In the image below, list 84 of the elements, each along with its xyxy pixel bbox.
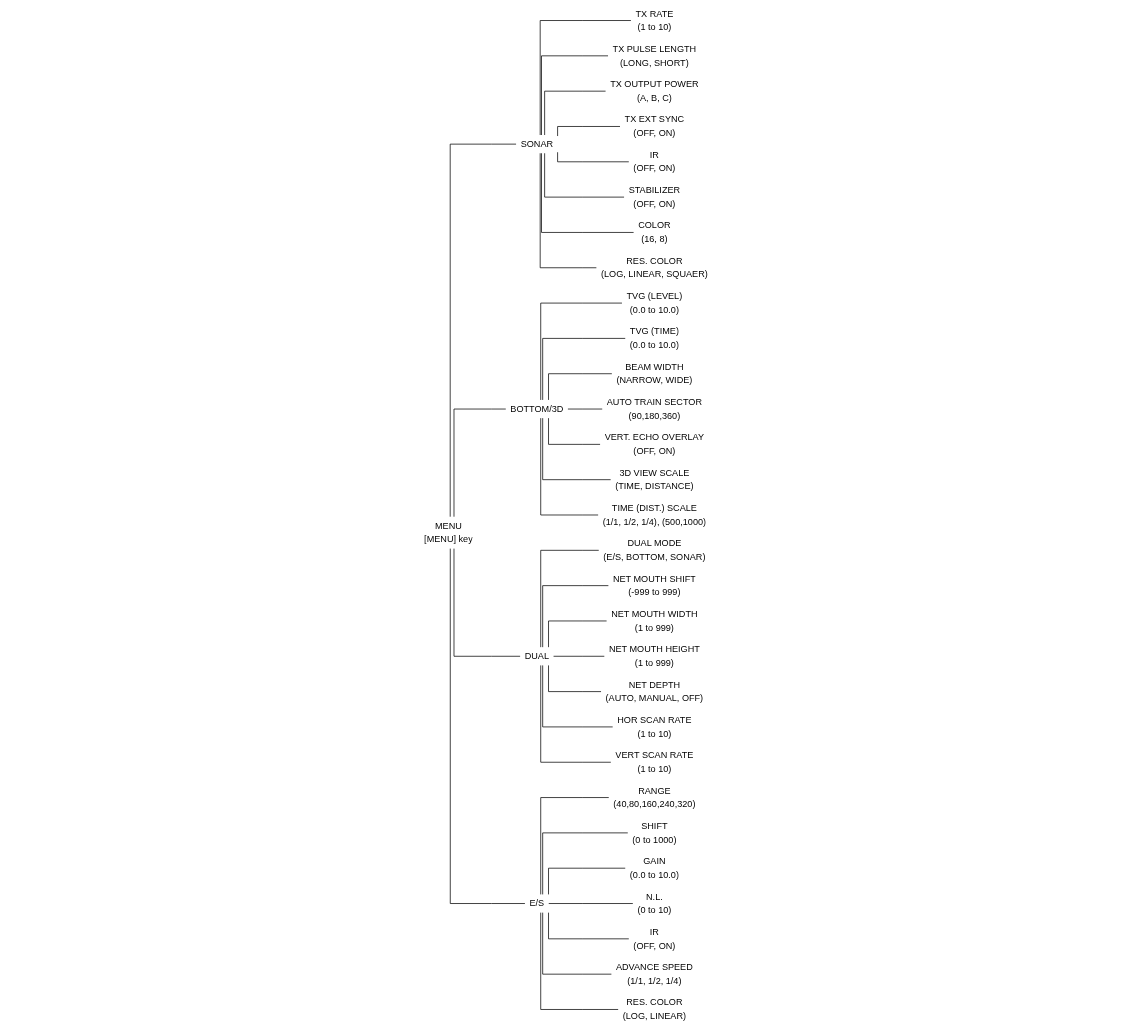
connector (539, 912, 619, 1010)
node-text: DUAL (524, 651, 549, 661)
node-text: IR (649, 926, 659, 937)
node-text: IR (649, 149, 659, 160)
node-text: RES. COLOR (625, 997, 683, 1008)
node-label: [MENU] key (423, 534, 473, 545)
node-label: (1/1, 1/2, 1/4), (500,1000) (602, 516, 706, 527)
node-label: (-999 to 999) (627, 587, 680, 598)
node-label: (E/S, BOTTOM, SONAR) (602, 552, 705, 562)
node-label: (1/1, 1/2, 1/4) (626, 975, 682, 986)
node-text: E/S (529, 898, 544, 909)
connector (540, 152, 634, 233)
node-text: HOR SCAN RATE (616, 714, 692, 725)
node-text: RES. COLOR (625, 255, 683, 266)
node-text: NET MOUTH WIDTH (610, 609, 698, 619)
node-label: (1 to 10) (636, 728, 671, 739)
node-label: (LOG, LINEAR) (622, 1011, 686, 1021)
connector (540, 55, 608, 136)
connector (547, 903, 633, 904)
connector (449, 548, 525, 904)
node-label: (0 to 1000) (631, 834, 676, 845)
node-text: DUAL MODE (626, 538, 681, 549)
node-text: RANGE (637, 785, 671, 796)
connector (547, 912, 629, 940)
node-label: (OFF, ON) (632, 198, 675, 209)
node-label: (0.0 to 10.0) (629, 869, 679, 880)
node-label: (A, B, C) (636, 92, 672, 103)
node-label: (OFF, ON) (632, 940, 675, 951)
node-label: (1 to 10) (636, 22, 671, 32)
node-label: (AUTO, MANUAL, OFF) (605, 693, 703, 703)
node-label: (NARROW, WIDE) (615, 375, 692, 386)
node-label: (1 to 999) (634, 657, 674, 668)
node-label: (OFF, ON) (632, 163, 675, 174)
connector (556, 151, 629, 163)
node-text: 3D VIEW SCALE (618, 467, 689, 478)
connector (449, 143, 516, 518)
connector (539, 20, 631, 136)
node-text: NET DEPTH (628, 679, 680, 690)
node-text: SONAR (520, 139, 553, 149)
node-text: VERT SCAN RATE (614, 750, 693, 760)
connector (547, 867, 626, 895)
node-text: COLOR (637, 220, 671, 231)
node-text: NET MOUTH SHIFT (612, 573, 696, 584)
node-label: (OFF, ON) (632, 128, 675, 138)
connector (541, 585, 609, 648)
node-text: NET MOUTH HEIGHT (608, 644, 700, 654)
node-label: (LONG, SHORT) (619, 57, 689, 68)
connector (547, 417, 600, 445)
connector (547, 373, 612, 401)
connector (539, 152, 597, 269)
node-text: TIME (DIST.) SCALE (611, 503, 697, 513)
node-text: VERT. ECHO OVERLAY (604, 432, 704, 443)
node-text: SHIFT (640, 820, 668, 831)
connector (539, 797, 609, 895)
node-label: (40,80,160,240,320) (612, 799, 695, 809)
node-label: (OFF, ON) (632, 446, 675, 456)
node-label: (0.0 to 10.0) (629, 340, 679, 350)
node-text: TVG (TIME) (629, 326, 679, 337)
node-text: BOTTOM/3D (509, 403, 563, 414)
node-text: MENU (434, 520, 462, 531)
node-text: TX EXT SYNC (624, 114, 684, 125)
node-label: (16, 8) (640, 234, 668, 244)
node-label: (1 to 999) (634, 622, 674, 633)
connector (556, 126, 620, 137)
node-text: N.L. (645, 891, 663, 902)
node-text: STABILIZER (628, 185, 680, 195)
node-label: (90,180,360) (628, 410, 680, 421)
node-text: ADVANCE SPEED (615, 962, 693, 972)
connector (547, 665, 601, 692)
connector (541, 338, 626, 401)
node-label: (1 to 10) (636, 763, 671, 774)
node-text: TX PULSE LENGTH (612, 43, 696, 54)
node-label: (0 to 10) (636, 905, 671, 915)
node-text: TVG (LEVEL) (626, 291, 682, 301)
connector (543, 152, 624, 198)
node-label: (0.0 to 10.0) (629, 304, 679, 315)
node-text: TX OUTPUT POWER (609, 79, 699, 89)
connector (547, 620, 607, 648)
node-text: BEAM WIDTH (624, 361, 684, 372)
node-label: (LOG, LINEAR, SQUAER) (600, 269, 708, 280)
node-text: TX RATE (635, 8, 673, 19)
node-text: AUTO TRAIN SECTOR (606, 397, 702, 407)
node-label: (TIME, DISTANCE) (614, 481, 694, 492)
node-text: GAIN (642, 856, 666, 866)
